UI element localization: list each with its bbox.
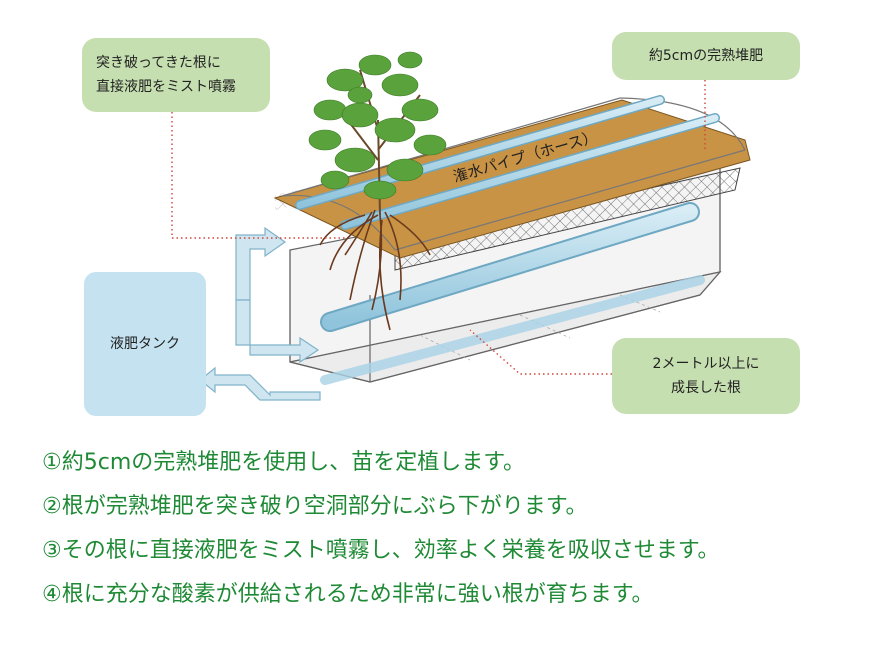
callout-root-growth: 2メートル以上に 成長した根 (612, 338, 800, 414)
leader-lines (171, 80, 706, 375)
callout-root-growth-line-2: 成長した根 (671, 380, 741, 396)
irrigation-pipes (295, 95, 720, 385)
step-item-2: ②根が完熟堆肥を突き破り空洞部分にぶら下がります。 (42, 494, 588, 519)
callout-root-mist-line-1: 突き破ってきた根に (96, 55, 221, 71)
callout-root-mist: 突き破ってきた根に 直接液肥をミスト噴霧 (82, 38, 270, 112)
callout-compost: 約5cmの完熟堆肥 (612, 32, 800, 80)
callout-liquid-fertilizer-tank: 液肥タンク (84, 272, 206, 416)
hydroponic-diagram: 潅水パイプ（ホース） (171, 51, 751, 401)
callout-tank-text: 液肥タンク (110, 336, 180, 352)
step-item-3: ③その根に直接液肥をミスト噴霧し、効率よく栄養を吸収させます。 (42, 538, 720, 563)
flow-arrows (199, 226, 321, 401)
callout-compost-text: 約5cmの完熟堆肥 (648, 48, 764, 64)
seedling-plant (308, 51, 447, 216)
callout-root-mist-line-2: 直接液肥をミスト噴霧 (96, 79, 236, 95)
step-list: ①約5cmの完熟堆肥を使用し、苗を定植します。 ②根が完熟堆肥を突き破り空洞部分… (42, 448, 872, 624)
step-item-1: ①約5cmの完熟堆肥を使用し、苗を定植します。 (42, 450, 526, 475)
callout-root-growth-line-1: 2メートル以上に (652, 356, 760, 372)
step-item-4: ④根に充分な酸素が供給されるため非常に強い根が育ちます。 (42, 582, 654, 607)
roots (319, 209, 431, 331)
